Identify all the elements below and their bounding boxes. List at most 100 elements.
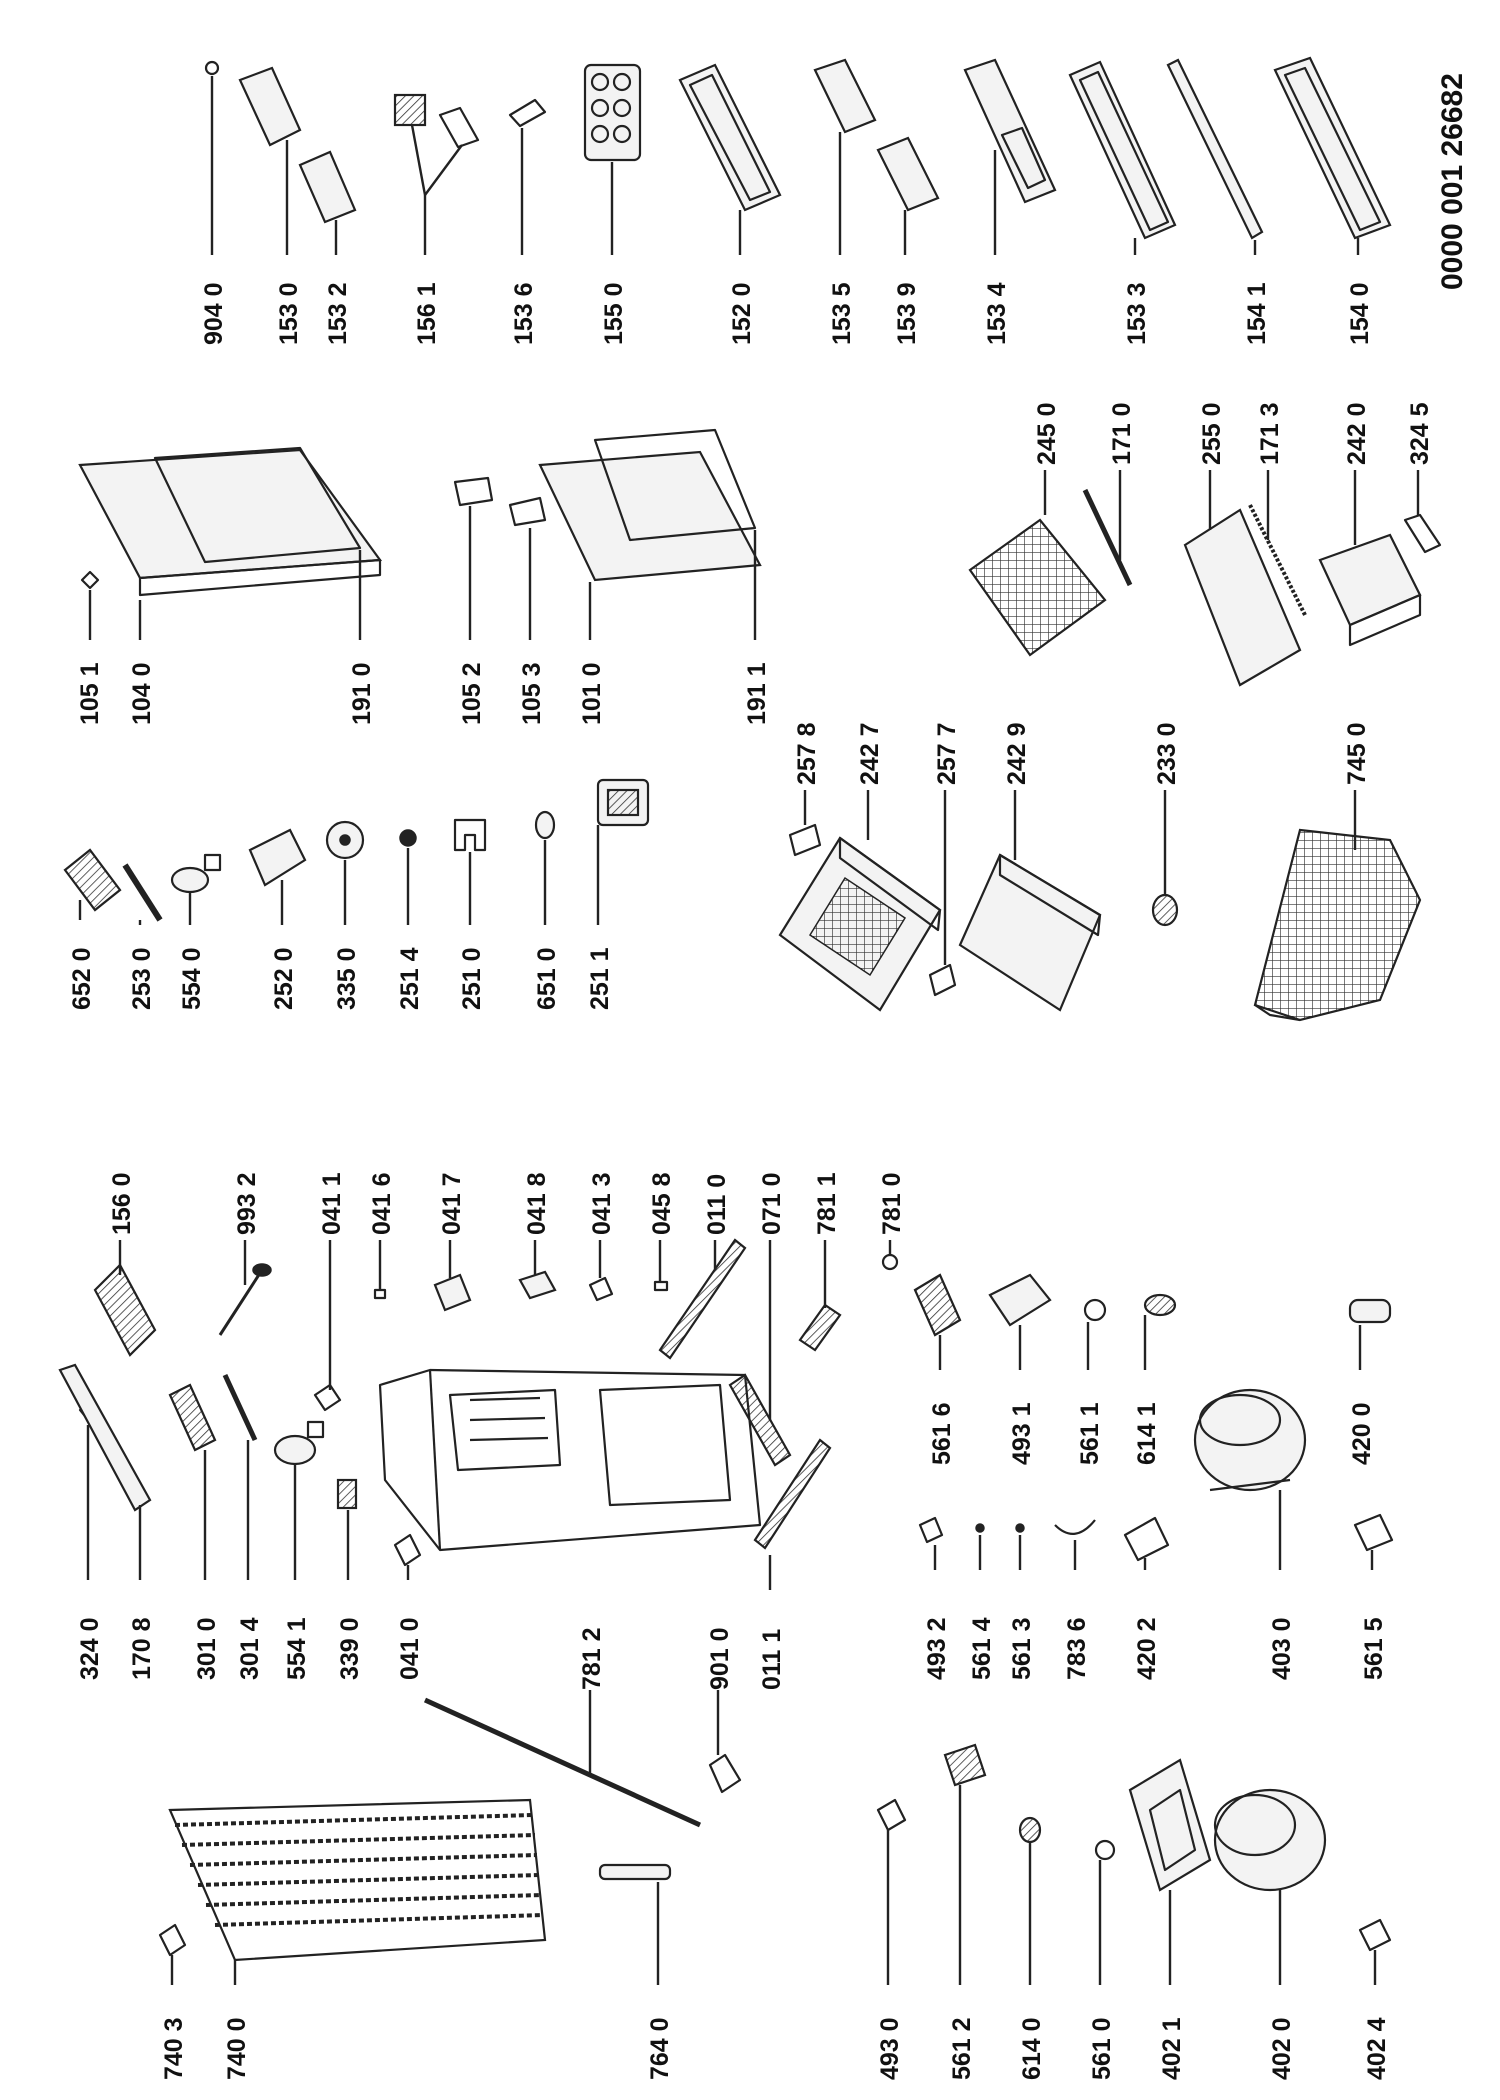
- part-257-8-drawing: [788, 790, 822, 857]
- label-561-3: 561 3: [1008, 1617, 1036, 1680]
- part-153-5-drawing: [813, 58, 877, 255]
- part-783-6-drawing: [1054, 1519, 1096, 1570]
- label-154-0: 154 0: [1346, 282, 1374, 345]
- label-153-5: 153 5: [828, 282, 856, 345]
- label-011-1: 011 1: [758, 1629, 786, 1690]
- label-904-0: 904 0: [200, 282, 228, 345]
- part-152-0-drawing: [678, 63, 782, 255]
- part-403-0-compressor-drawing: [1193, 1388, 1307, 1570]
- label-104-0: 104 0: [128, 662, 156, 725]
- label-255-0: 255 0: [1198, 402, 1226, 465]
- label-041-0: 041 0: [396, 1617, 424, 1680]
- label-153-4: 153 4: [983, 282, 1011, 345]
- label-101-0: 101 0: [578, 662, 606, 725]
- part-420-2-drawing: [1123, 1516, 1170, 1570]
- part-764-0-filter-drawier: [598, 1863, 672, 1985]
- part-041-1-drawing: [313, 1240, 342, 1412]
- part-554-0-knob-drawing: [170, 853, 222, 925]
- label-901-0: 901 0: [706, 1627, 734, 1690]
- part-104-0-door-drawing: [78, 448, 383, 640]
- label-171-3: 171 3: [1256, 402, 1284, 465]
- part-561-6-drawing: [913, 1273, 962, 1370]
- part-301-0-drawing: [168, 1383, 217, 1580]
- part-651-0-drawing: [534, 810, 556, 925]
- cabinet-drawing: [378, 1368, 762, 1552]
- label-071-0: 071 0: [758, 1172, 786, 1235]
- part-255-0-glass-shelf-drawing: [1183, 470, 1302, 687]
- label-257-8: 257 8: [793, 722, 821, 785]
- part-242-9-drawer-drawing: [958, 790, 1102, 1012]
- label-152-0: 152 0: [728, 282, 756, 345]
- part-154-1-drawing: [1166, 58, 1264, 255]
- part-493-1-drawing: [988, 1273, 1052, 1370]
- part-105-1-drawing: [80, 570, 100, 640]
- part-324-5-drawing: [1403, 470, 1442, 554]
- part-105-2-drawing: [453, 476, 494, 640]
- label-781-0: 781 0: [878, 1172, 906, 1235]
- part-041-3-drawing: [588, 1240, 614, 1302]
- part-251-4-drawing: [399, 829, 417, 925]
- label-740-0: 740 0: [223, 2017, 251, 2080]
- label-993-2: 993 2: [233, 1172, 261, 1235]
- label-233-0: 233 0: [1153, 722, 1181, 785]
- part-245-0-wire-shelf-drawing: [968, 470, 1107, 657]
- label-155-0: 155 0: [600, 282, 628, 345]
- part-105-3-drawing: [508, 496, 547, 640]
- label-257-7: 257 7: [933, 722, 961, 785]
- part-781-2-rod-drawing: [423, 1690, 702, 1828]
- part-993-2-drawing: [218, 1240, 272, 1336]
- label-252-0: 252 0: [270, 947, 298, 1010]
- label-554-1: 554 1: [283, 1617, 311, 1680]
- label-554-0: 554 0: [178, 947, 206, 1010]
- part-554-1-knob-drawing: [273, 1420, 325, 1580]
- part-171-0-drawing: [1082, 470, 1133, 587]
- part-191-1-gasket-drawing: [593, 428, 757, 640]
- part-242-7-drawer-drawing: [778, 790, 942, 1012]
- part-251-0-drawing: [453, 818, 487, 925]
- part-251-1-drawing: [596, 778, 650, 925]
- label-191-0: 191 0: [348, 662, 376, 725]
- part-153-4-drawing: [963, 58, 1057, 255]
- label-561-2: 561 2: [948, 2017, 976, 2080]
- label-493-0: 493 0: [876, 2017, 904, 2080]
- part-561-2-drawing: [943, 1743, 987, 1985]
- label-561-6: 561 6: [928, 1402, 956, 1465]
- label-191-1: 191 1: [743, 662, 771, 725]
- label-105-2: 105 2: [458, 662, 486, 725]
- part-493-2-drawing: [918, 1516, 944, 1570]
- part-233-0-drawing: [1151, 790, 1179, 927]
- label-614-0: 614 0: [1018, 2017, 1046, 2080]
- label-251-1: 251 1: [586, 947, 614, 1010]
- label-011-0: 011 0: [703, 1174, 731, 1235]
- label-301-4: 301 4: [236, 1617, 264, 1680]
- part-156-1-drawing: [393, 93, 480, 255]
- label-153-2: 153 2: [324, 282, 352, 345]
- part-493-0-drawing: [876, 1798, 907, 1985]
- label-301-0: 301 0: [193, 1617, 221, 1680]
- label-242-9: 242 9: [1003, 722, 1031, 785]
- label-153-9: 153 9: [893, 282, 921, 345]
- part-041-7-drawing: [433, 1240, 472, 1312]
- label-153-3: 153 3: [1123, 282, 1151, 345]
- part-171-3-drawing: [1248, 470, 1307, 616]
- label-652-0: 652 0: [68, 947, 96, 1010]
- label-745-0: 745 0: [1343, 722, 1371, 785]
- part-614-0-drawing: [1018, 1816, 1042, 1985]
- part-561-3-drawing: [1015, 1523, 1025, 1570]
- part-045-8-drawing: [653, 1240, 669, 1292]
- label-402-4: 402 4: [1363, 2017, 1391, 2080]
- part-561-5-drawing: [1353, 1513, 1394, 1570]
- part-101-0-door-drawing: [538, 450, 762, 640]
- label-041-6: 041 6: [368, 1172, 396, 1235]
- part-402-1-drawing: [1128, 1758, 1212, 1985]
- part-335-0-drawing: [325, 820, 365, 925]
- label-153-6: 153 6: [510, 282, 538, 345]
- label-242-0: 242 0: [1343, 402, 1371, 465]
- part-156-0-ice-tray-drawing: [93, 1240, 157, 1357]
- label-740-3: 740 3: [160, 2017, 188, 2080]
- part-154-0-drawing: [1273, 56, 1392, 255]
- label-153-0: 153 0: [275, 282, 303, 345]
- part-191-0-gasket-drawing: [153, 446, 362, 640]
- label-420-0: 420 0: [1348, 1402, 1376, 1465]
- part-253-0-drawing: [122, 863, 163, 925]
